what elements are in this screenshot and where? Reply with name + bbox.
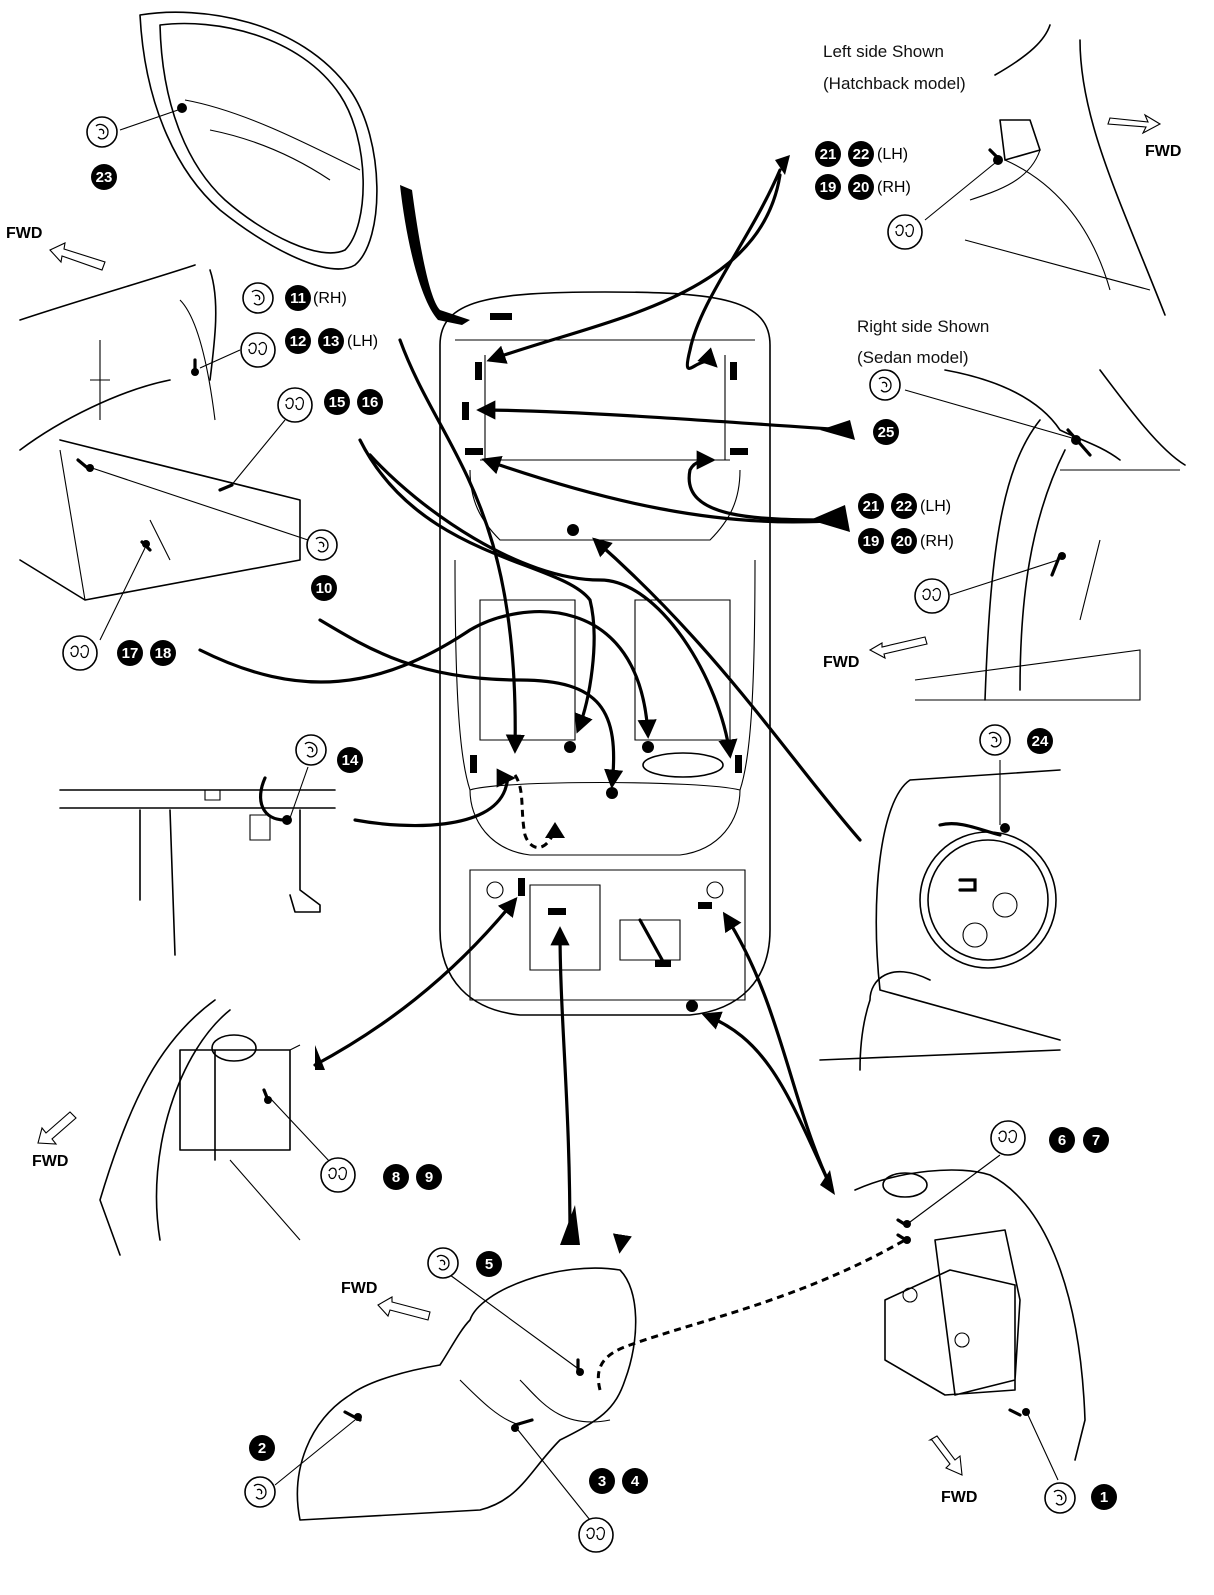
- callout-18: 18: [150, 640, 176, 666]
- caption-left-side: Left side Shown: [823, 42, 944, 61]
- svg-text:21: 21: [820, 146, 837, 163]
- detail-rear-floor-left: [19, 264, 338, 671]
- svg-text:18: 18: [155, 645, 172, 662]
- side-label-lh: (LH): [877, 146, 908, 163]
- detail-air-cleaner: [244, 1238, 906, 1553]
- svg-text:13: 13: [323, 333, 340, 350]
- svg-text:23: 23: [96, 169, 113, 186]
- detail-battery-area: [854, 1120, 1086, 1514]
- caption-right-side: Right side Shown: [857, 317, 989, 336]
- callout-1: 1: [1091, 1484, 1117, 1510]
- svg-text:22: 22: [896, 498, 913, 515]
- svg-text:14: 14: [342, 752, 359, 769]
- callout-12: 12: [285, 328, 311, 354]
- callout-21: 21: [815, 141, 841, 167]
- svg-text:10: 10: [316, 580, 333, 597]
- side-label-rh: (RH): [920, 533, 954, 550]
- svg-text:21: 21: [863, 498, 880, 515]
- svg-text:19: 19: [863, 533, 880, 550]
- detail-trunk-lid: [86, 11, 378, 270]
- callout-19: 19: [858, 528, 884, 554]
- callout-16: 16: [357, 389, 383, 415]
- detail-cross-member: [59, 734, 336, 956]
- callout-24: 24: [1027, 728, 1053, 754]
- callout-19: 19: [815, 174, 841, 200]
- svg-text:11: 11: [290, 290, 306, 307]
- callout-21: 21: [858, 493, 884, 519]
- callout-6: 6: [1049, 1127, 1075, 1153]
- svg-text:24: 24: [1032, 733, 1049, 750]
- fwd-arrow-icon: [49, 242, 106, 271]
- callout-23: 23: [91, 164, 117, 190]
- fwd-label: FWD: [1145, 143, 1181, 160]
- svg-text:2: 2: [258, 1440, 266, 1457]
- svg-text:8: 8: [392, 1169, 400, 1186]
- svg-text:19: 19: [820, 179, 837, 196]
- fwd-label: FWD: [6, 225, 42, 242]
- callout-13: 13: [318, 328, 344, 354]
- fwd-indicators: FWD FWD FWD FWD FWD FWD: [6, 113, 1181, 1506]
- svg-text:22: 22: [853, 146, 870, 163]
- callout-2: 2: [249, 1435, 275, 1461]
- callout-10: 10: [311, 575, 337, 601]
- callout-7: 7: [1083, 1127, 1109, 1153]
- detail-fuel-pump: [819, 724, 1061, 1071]
- svg-text:17: 17: [122, 645, 139, 662]
- fwd-label: FWD: [32, 1153, 68, 1170]
- callout-25: 25: [873, 419, 899, 445]
- fwd-label: FWD: [341, 1280, 377, 1297]
- svg-text:12: 12: [290, 333, 307, 350]
- svg-text:4: 4: [631, 1473, 640, 1490]
- callout-15: 15: [324, 389, 350, 415]
- callout-3: 3: [589, 1468, 615, 1494]
- svg-text:1: 1: [1100, 1489, 1108, 1506]
- callout-20: 20: [848, 174, 874, 200]
- caption-hatchback: (Hatchback model): [823, 74, 966, 93]
- side-label-rh: (RH): [313, 290, 347, 307]
- callout-5: 5: [476, 1251, 502, 1277]
- callout-20: 20: [891, 528, 917, 554]
- side-label-rh: (RH): [877, 179, 911, 196]
- fwd-arrow-icon: [37, 1111, 77, 1145]
- callout-17: 17: [117, 640, 143, 666]
- side-label-lh: (LH): [347, 333, 378, 350]
- svg-text:7: 7: [1092, 1132, 1100, 1149]
- svg-text:5: 5: [485, 1256, 493, 1273]
- caption-sedan: (Sedan model): [857, 348, 969, 367]
- svg-text:25: 25: [878, 424, 895, 441]
- svg-text:15: 15: [329, 394, 346, 411]
- side-label-lh: (LH): [920, 498, 951, 515]
- callout-22: 22: [848, 141, 874, 167]
- callout-numbers: 23 21 22 (LH) 19 20 (RH) 11 (RH) 12 13 (…: [91, 141, 1117, 1510]
- svg-text:20: 20: [853, 179, 870, 196]
- detail-sedan-right: [869, 369, 1186, 701]
- detail-hatchback-left: [887, 24, 1166, 316]
- svg-text:3: 3: [598, 1473, 606, 1490]
- fwd-label: FWD: [941, 1489, 977, 1506]
- svg-text:9: 9: [425, 1169, 433, 1186]
- fwd-arrow-icon: [868, 636, 928, 660]
- svg-text:16: 16: [362, 394, 379, 411]
- svg-text:6: 6: [1058, 1132, 1066, 1149]
- connector-arrows: [200, 155, 860, 1250]
- callout-14: 14: [337, 747, 363, 773]
- callout-8: 8: [383, 1164, 409, 1190]
- fwd-arrow-icon: [927, 1435, 963, 1476]
- fwd-label: FWD: [823, 654, 859, 671]
- callout-11: 11: [285, 285, 311, 311]
- fwd-arrow-icon: [377, 1296, 431, 1321]
- fwd-arrow-icon: [1107, 113, 1162, 135]
- detail-front-strut: [99, 999, 356, 1256]
- callout-9: 9: [416, 1164, 442, 1190]
- callout-4: 4: [622, 1468, 648, 1494]
- callout-22: 22: [891, 493, 917, 519]
- vehicle-body-top-view: [439, 291, 771, 1016]
- svg-text:20: 20: [896, 533, 913, 550]
